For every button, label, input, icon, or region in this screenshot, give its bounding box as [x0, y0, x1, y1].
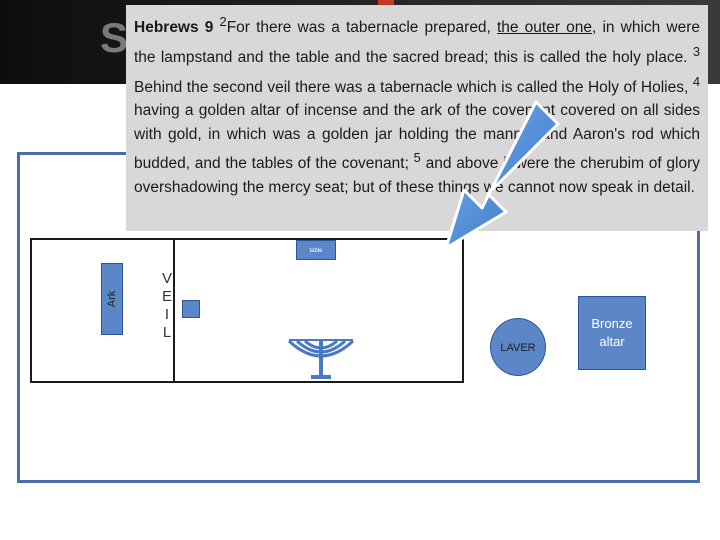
verse-4-text: having a golden altar of incense and the… — [134, 102, 700, 173]
veil-label: V E I L — [158, 270, 176, 342]
slide-title: S — [100, 14, 130, 61]
table-of-showbread: table — [296, 240, 336, 260]
pointer-arrow-icon — [444, 100, 560, 250]
veil-divider — [173, 238, 175, 383]
veil-letter-e: E — [161, 288, 172, 305]
veil-letter-i: I — [164, 306, 170, 323]
tabernacle-outline — [30, 238, 464, 383]
ark-label: Ark — [106, 290, 118, 308]
laver: LAVER — [490, 318, 546, 376]
verse-number-3: 3 — [692, 43, 700, 59]
bronze-altar-label: Bronze altar — [591, 316, 633, 349]
verse-2-part1: For there was a tabernacle prepared, — [226, 19, 497, 37]
verse-5-text: and above it were the cherubim of glory … — [134, 155, 701, 197]
scripture-box: Hebrews 9 2For there was a tabernacle pr… — [126, 5, 708, 231]
verse-number-2: 2 — [219, 14, 227, 29]
red-accent — [378, 0, 394, 6]
verse-2-part2: , in which were the lampstand and the ta… — [134, 19, 701, 66]
scripture-reference: Hebrews 9 — [134, 19, 214, 37]
verse-2-underlined: the outer one — [497, 19, 593, 37]
bronze-altar: Bronze altar — [578, 296, 646, 370]
lampstand-icon — [287, 339, 355, 379]
verse-number-5: 5 — [413, 150, 421, 166]
ark-of-covenant: Ark — [101, 263, 123, 335]
laver-label: LAVER — [500, 342, 536, 354]
altar-of-incense — [182, 300, 200, 318]
verse-number-4: 4 — [692, 73, 700, 89]
veil-letter-v: V — [161, 270, 172, 287]
verse-3-text: Behind the second veil there was a taber… — [134, 78, 693, 96]
veil-letter-l: L — [162, 324, 172, 341]
table-label: table — [309, 248, 323, 254]
